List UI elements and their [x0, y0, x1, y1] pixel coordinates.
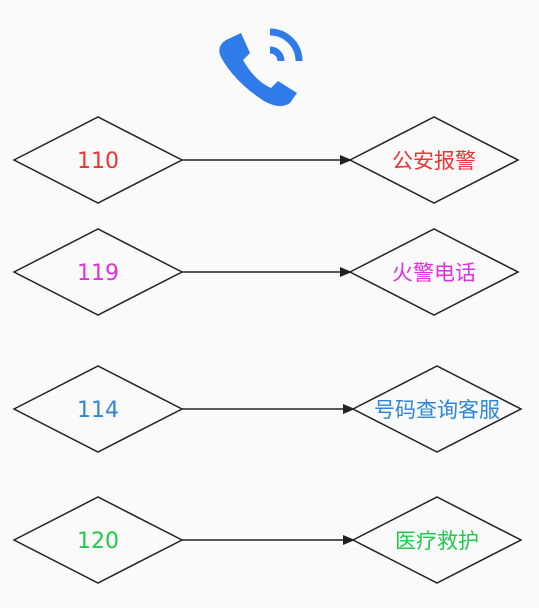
row-119: 119 火警电话 [12, 228, 520, 316]
service-label: 公安报警 [392, 149, 476, 173]
service-diamond [351, 496, 523, 584]
service-label: 号码查询客服 [374, 398, 500, 422]
service-diamond [351, 365, 523, 453]
number-label: 114 [77, 398, 119, 423]
row-120: 120 医疗救护 [12, 496, 523, 584]
number-label: 120 [77, 529, 119, 554]
service-label: 医疗救护 [395, 529, 479, 553]
service-diamond [348, 116, 520, 204]
row-110: 110 公安报警 [12, 116, 520, 204]
service-label: 火警电话 [392, 261, 476, 285]
number-label: 110 [77, 149, 119, 174]
phone-call-icon [219, 28, 303, 107]
row-114: 114 号码查询客服 [12, 365, 523, 453]
number-label: 119 [77, 261, 119, 286]
service-diamond [348, 228, 520, 316]
